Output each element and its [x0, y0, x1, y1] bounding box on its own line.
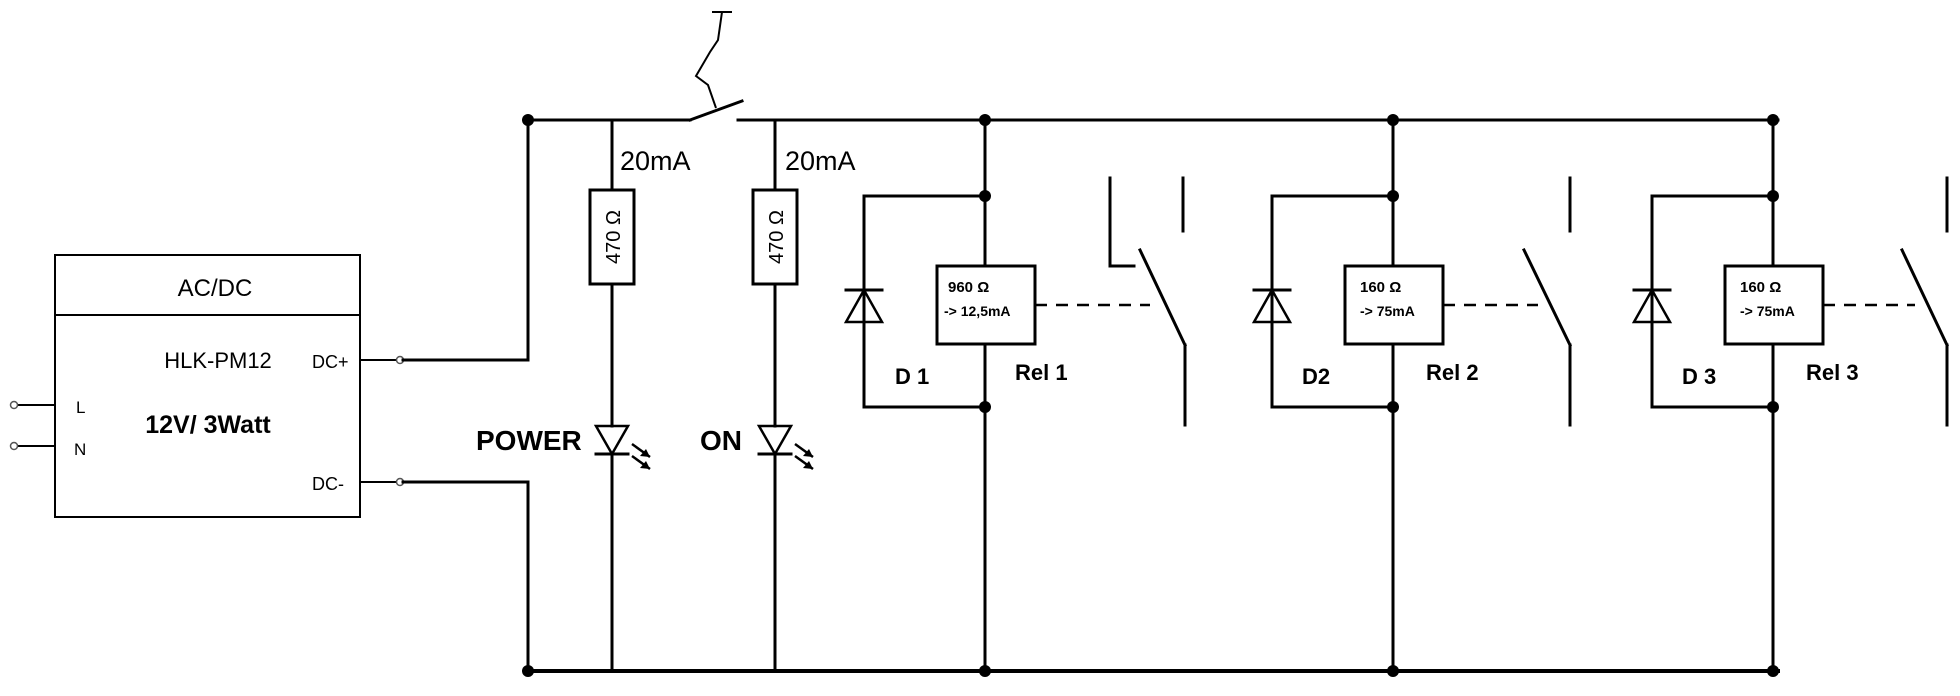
main-switch-blade — [688, 99, 744, 122]
led-branch-on: 20mA 470 Ω ON — [700, 118, 856, 671]
pin-n-terminal — [9, 441, 19, 451]
ground-rail-node-left — [522, 665, 534, 677]
relay3-coil-current: -> 75mA — [1740, 303, 1795, 319]
resistor-on-value: 470 Ω — [766, 210, 788, 264]
resistor-power-value: 470 Ω — [603, 210, 625, 264]
relay3-coil-resistance: 160 Ω — [1740, 279, 1781, 296]
relay2-coil-current: -> 75mA — [1360, 303, 1415, 319]
relay2-diode-triangle — [1251, 287, 1293, 324]
pin-dc-minus-label: DC- — [312, 474, 344, 494]
relay-stage-3: 160 Ω -> 75mA D 3 Rel 3 — [1631, 114, 1949, 677]
relay1-diode-triangle — [843, 287, 885, 324]
relay3-node-ground — [1767, 665, 1779, 677]
relay2-node-ground — [1387, 665, 1399, 677]
relay3-diode-triangle — [1631, 287, 1673, 324]
relay1-coil-resistance: 960 Ω — [948, 279, 989, 296]
relay2-coil-resistance: 160 Ω — [1360, 279, 1401, 296]
relay2-node-diode-top — [1387, 190, 1399, 202]
led-on-emission-icon — [794, 442, 814, 471]
relay1-node-diode-top — [979, 190, 991, 202]
relay1-contact — [1108, 176, 1187, 427]
led-power-emission-icon — [631, 442, 651, 471]
power-supply-model: HLK-PM12 — [164, 348, 272, 373]
relay1-node-top — [979, 114, 991, 126]
relay1-node-ground — [979, 665, 991, 677]
relay2-diode-loop — [1270, 194, 1395, 409]
pin-dc-plus-label: DC+ — [312, 352, 349, 372]
led-on-triangle — [756, 424, 794, 457]
relay2-relay-label: Rel 2 — [1426, 360, 1479, 385]
relay-stage-2: 160 Ω -> 75mA D2 Rel 2 — [1251, 114, 1573, 677]
relay3-contact — [1900, 176, 1949, 427]
relay2-diode-label: D2 — [1302, 364, 1330, 389]
relay1-relay-label: Rel 1 — [1015, 360, 1068, 385]
led-power-current: 20mA — [620, 146, 691, 176]
led-on-label: ON — [700, 425, 742, 456]
power-supply-rating: 12V/ 3Watt — [145, 411, 271, 439]
relay3-diode-label: D 3 — [1682, 364, 1716, 389]
main-switch — [688, 11, 744, 122]
power-supply-module: AC/DC HLK-PM12 12V/ 3Watt L N DC+ DC- — [9, 254, 405, 518]
main-switch-actuator — [694, 11, 723, 109]
relay3-node-diode-top — [1767, 190, 1779, 202]
led-power-triangle — [593, 424, 631, 457]
main-wiring — [401, 118, 1780, 673]
relay3-node-top — [1767, 114, 1779, 126]
led-power-label: POWER — [476, 425, 582, 456]
relay-stage-1: 960 Ω -> 12,5mA D 1 Rel 1 — [843, 114, 1187, 677]
dc-plus-wire — [401, 118, 530, 362]
relay3-node-diode-bottom — [1767, 401, 1779, 413]
power-supply-header: AC/DC — [178, 275, 253, 302]
led-on-current: 20mA — [785, 146, 856, 176]
relay3-relay-label: Rel 3 — [1806, 360, 1859, 385]
top-rail-node-left — [522, 114, 534, 126]
led-branch-power: 20mA 470 Ω POWER — [476, 118, 691, 671]
relay1-diode-label: D 1 — [895, 364, 929, 389]
relay2-node-top — [1387, 114, 1399, 126]
dc-minus-wire — [401, 480, 530, 671]
power-supply-box — [54, 254, 361, 518]
pin-l-terminal — [9, 400, 19, 410]
pin-n-label: N — [74, 440, 86, 459]
relay1-coil-current: -> 12,5mA — [944, 303, 1011, 319]
relay1-diode-loop — [862, 194, 987, 409]
relay1-node-diode-bottom — [979, 401, 991, 413]
relay2-contact — [1521, 176, 1573, 427]
pin-l-label: L — [76, 398, 85, 417]
relay3-diode-loop — [1650, 194, 1775, 409]
relay2-node-diode-bottom — [1387, 401, 1399, 413]
